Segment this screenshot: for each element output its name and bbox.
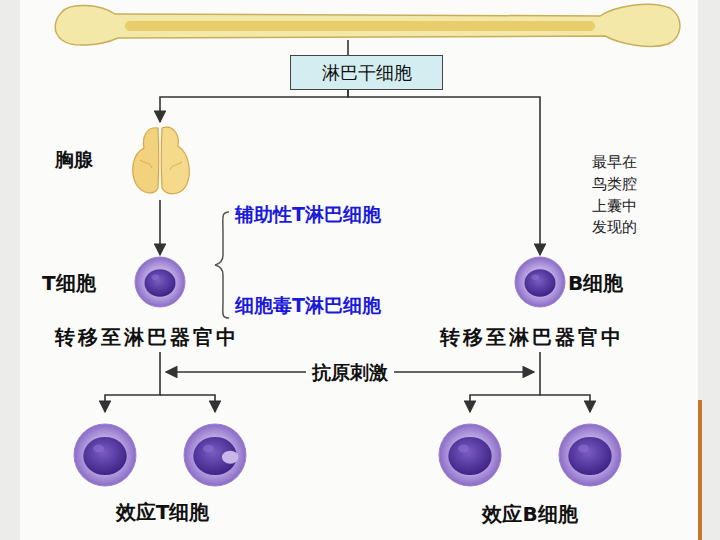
node-title: T细胞: [42, 271, 96, 295]
cell-image: [559, 424, 621, 486]
effector-t-cells: 效应T细胞: [55, 412, 270, 530]
cell-image: [439, 424, 501, 486]
connector-arrow: [160, 90, 348, 122]
node-note: 转移至淋巴器官中: [55, 325, 239, 349]
thymus-organ: 胸腺: [50, 122, 210, 200]
b-cell: B细胞转移至淋巴器官中: [430, 255, 660, 352]
effector-b-cells: 效应B细胞: [420, 412, 640, 530]
note-text: 最早在鸟类腔上囊中发现的: [592, 152, 637, 239]
node-title: 效应B细胞: [482, 502, 577, 526]
connector-arrow: [470, 352, 540, 412]
panel: [20, 0, 698, 540]
node-title: 效应T细胞: [116, 500, 210, 524]
node-title: 胸腺: [55, 148, 93, 171]
subtype-label: 细胞毒T淋巴细胞: [235, 294, 381, 317]
branch-arrow: [540, 395, 590, 412]
subtype-label: 辅助性T淋巴细胞: [235, 203, 381, 226]
edge-strip: [698, 400, 702, 540]
bone-marrow: [125, 21, 595, 31]
process-box: 淋巴干细胞: [290, 55, 443, 90]
bone: [55, 4, 680, 46]
node-note: 转移至淋巴器官中: [440, 325, 624, 349]
connector-arrow: [348, 90, 540, 255]
node-title: 淋巴干细胞: [322, 62, 412, 84]
cell-image: [515, 257, 565, 307]
bone-line: [347, 40, 349, 55]
branch-arrow: [160, 395, 215, 412]
connector-arrow: [105, 352, 160, 412]
brace: [215, 212, 229, 318]
stimulus-label: 抗原刺激: [306, 361, 394, 384]
cell-image: [135, 257, 185, 307]
cell-image: [74, 424, 136, 486]
thymus-image: [133, 127, 190, 194]
connector-arrow: [159, 200, 161, 255]
cell-image: [184, 424, 246, 486]
node-title: B细胞: [568, 271, 623, 295]
